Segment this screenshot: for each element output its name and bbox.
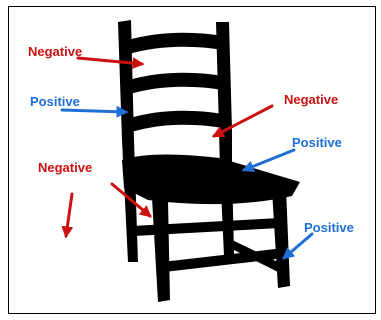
label-negative-left-lower: Negative [38,160,92,175]
label-negative-top-left: Negative [28,44,82,59]
arrow-pos-left [62,110,126,112]
label-negative-right-back: Negative [284,92,338,107]
label-positive-right-leg: Positive [304,220,354,235]
arrow-neg-down [66,194,72,236]
label-positive-right-seat: Positive [292,135,342,150]
label-positive-left: Positive [30,94,80,109]
chair-silhouette [118,20,300,302]
arrow-neg-top-left [78,58,142,64]
arrow-pos-right-seat [244,150,294,170]
